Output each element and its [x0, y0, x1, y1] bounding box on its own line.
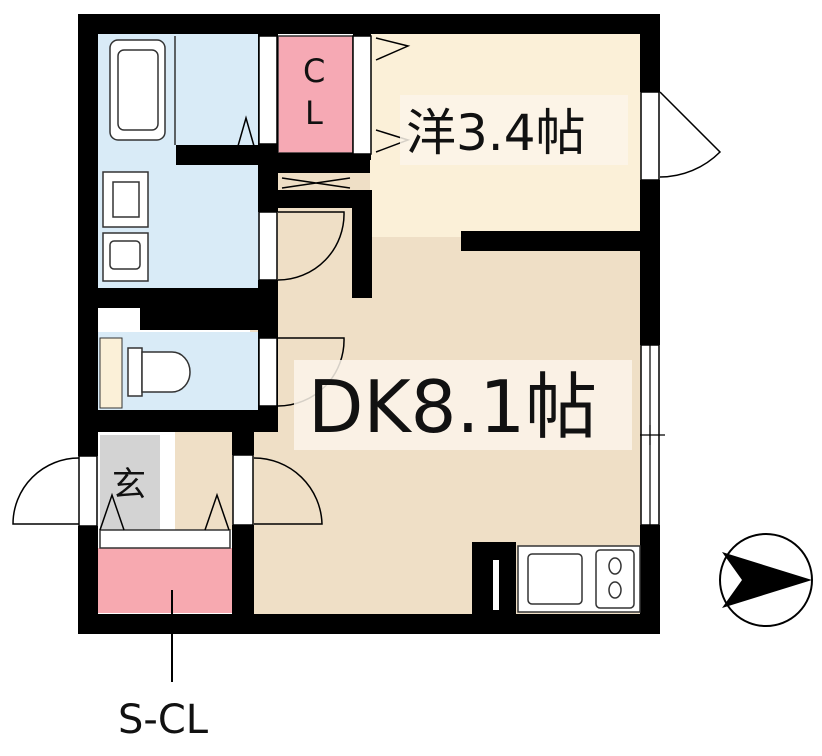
wall-hall-mid	[258, 190, 370, 208]
shoe-closet-label: S-CL	[118, 697, 209, 743]
wall-entrance-right	[232, 410, 254, 455]
door-swing-hall	[253, 457, 323, 525]
entrance-triangles	[99, 492, 230, 531]
opening-toilet-door	[258, 337, 278, 407]
entrance-tile	[100, 435, 160, 530]
fixtures	[102, 36, 641, 613]
kitchen-sink	[527, 553, 583, 605]
washing-machine	[102, 171, 149, 228]
shoe-closet-shelf	[99, 529, 231, 549]
shoe-closet-floor	[97, 548, 232, 613]
toilet-bowl	[141, 351, 191, 393]
opening-bath-glass	[258, 35, 278, 145]
wall-wash-right	[258, 280, 278, 330]
kitchen-stove	[595, 549, 635, 609]
door-swing-entrance	[12, 457, 80, 525]
stove-burner-2	[608, 581, 622, 599]
bathtub-inner	[117, 49, 159, 131]
opening-hall-door	[232, 454, 254, 526]
kitchen-cabinet-slot	[493, 560, 499, 610]
western-room-label: 洋3.4帖	[406, 104, 586, 162]
dk-room-label: DK8.1帖	[308, 365, 597, 449]
closet-label-line1: C	[303, 52, 325, 90]
opening-right-window-upper	[640, 91, 660, 181]
wall-bottom	[78, 614, 660, 634]
wall-right-mid	[640, 180, 660, 345]
wall-washroom-bottom-2	[140, 288, 278, 330]
door-swing-right	[659, 91, 722, 178]
washing-machine-drum	[112, 181, 140, 218]
dk-label-bg	[294, 360, 632, 450]
window-details	[640, 345, 665, 525]
compass	[719, 533, 813, 627]
walls	[78, 14, 660, 634]
compass-arrow-icon	[722, 552, 812, 608]
opening-wash-door	[258, 211, 278, 281]
wall-bath-divider	[176, 145, 260, 165]
bath-triangle	[237, 115, 255, 147]
hall-cross-marks	[281, 177, 351, 189]
bathtub	[109, 39, 166, 141]
closet-label-line2: L	[305, 94, 323, 132]
door-swing-washroom	[277, 211, 345, 281]
toilet-shelf	[99, 337, 123, 409]
opening-entrance-door	[78, 455, 98, 527]
wall-hall-stub	[352, 190, 372, 298]
wall-left-upper	[78, 14, 98, 456]
wall-right-upper	[640, 14, 660, 92]
wall-right-lower	[640, 525, 660, 634]
wall-top	[78, 14, 660, 34]
wash-basin-bowl	[109, 240, 141, 270]
wall-western-bottom	[461, 231, 643, 251]
wall-hall-top	[258, 153, 370, 173]
western-label-bg	[400, 95, 628, 165]
toilet-tank	[127, 347, 143, 397]
opening-closet-door	[352, 35, 372, 155]
wall-left-lower	[78, 526, 98, 634]
stove-burner-1	[608, 557, 622, 575]
entrance-label: 玄	[112, 465, 146, 505]
wall-entrance-right-lower	[232, 525, 254, 634]
